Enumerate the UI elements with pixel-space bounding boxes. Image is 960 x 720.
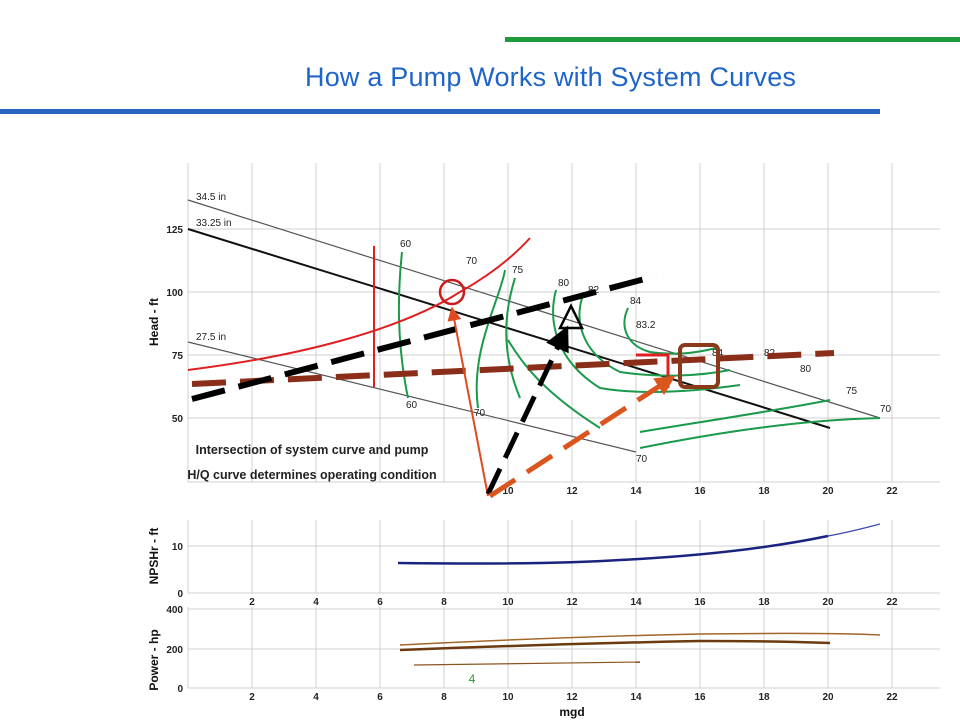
eff-label-70-top: 70 bbox=[466, 256, 478, 267]
npshr-panel: 10 0 2 4 6 8 10 12 14 16 18 20 22 NPSHr … bbox=[147, 520, 940, 608]
npshr-grid bbox=[187, 520, 940, 594]
dashed-system-line-brown bbox=[191, 350, 835, 387]
power-x-tick-22: 22 bbox=[886, 692, 898, 703]
eff-label-84-top: 84 bbox=[630, 296, 642, 307]
impeller-label-27-5: 27.5 in bbox=[196, 332, 226, 343]
head-axis-title: Head - ft bbox=[147, 298, 161, 346]
impeller-label-34-5: 34.5 in bbox=[196, 192, 226, 203]
y-tick-100: 100 bbox=[166, 288, 183, 299]
efficiency-curve-84 bbox=[623, 307, 717, 355]
annotation-line-2: H/Q curve determines operating condition bbox=[187, 468, 436, 482]
power-x-tick-8: 8 bbox=[441, 692, 447, 703]
npshr-curve-extension bbox=[827, 523, 881, 537]
eff-label-70-bottom: 70 bbox=[474, 408, 486, 419]
eff-label-60-bottom: 60 bbox=[406, 400, 418, 411]
annotation-line-1: Intersection of system curve and pump bbox=[196, 443, 429, 457]
impeller-curve-27-5 bbox=[187, 341, 637, 453]
x-axis-title-mgd: mgd bbox=[559, 705, 584, 719]
arrow-to-circle bbox=[447, 306, 489, 497]
x-tick-18: 18 bbox=[758, 486, 770, 497]
npshr-x-tick-14: 14 bbox=[630, 597, 642, 608]
operating-point-square bbox=[678, 343, 720, 389]
npshr-x-ticks: 2 4 6 8 10 12 14 16 18 20 22 bbox=[249, 597, 898, 608]
y-tick-50: 50 bbox=[172, 414, 184, 425]
eff-label-60-top: 60 bbox=[400, 239, 412, 250]
efficiency-curve-inner-70 bbox=[507, 339, 601, 429]
x-tick-12: 12 bbox=[566, 486, 578, 497]
npshr-x-tick-16: 16 bbox=[694, 597, 706, 608]
power-x-tick-14: 14 bbox=[630, 692, 642, 703]
efficiency-curve-60 bbox=[397, 251, 409, 399]
dashed-line-black bbox=[191, 273, 657, 402]
efficiency-curve-lower-75 bbox=[639, 417, 881, 449]
power-x-tick-12: 12 bbox=[566, 692, 578, 703]
eff-label-80-right: 80 bbox=[800, 364, 812, 375]
y-tick-125: 125 bbox=[166, 225, 183, 236]
operating-point-triangle bbox=[557, 303, 585, 330]
power-y-tick-400: 400 bbox=[166, 605, 183, 616]
npshr-x-tick-8: 8 bbox=[441, 597, 447, 608]
arrow-to-square bbox=[488, 375, 676, 499]
eff-label-83-2: 83.2 bbox=[636, 320, 656, 331]
efficiency-curve-lower-80 bbox=[639, 399, 831, 433]
head-panel: 125 100 75 50 10 12 14 16 18 20 22 Head … bbox=[147, 163, 940, 499]
power-y-tick-200: 200 bbox=[166, 645, 183, 656]
eff-label-70-lower: 70 bbox=[636, 454, 648, 465]
impeller-label-33-25: 33.25 in bbox=[196, 218, 232, 229]
npshr-curve bbox=[397, 534, 829, 565]
x-tick-20: 20 bbox=[822, 486, 834, 497]
power-axis-title: Power - hp bbox=[147, 629, 161, 690]
eff-label-75-top: 75 bbox=[512, 265, 524, 276]
power-x-tick-18: 18 bbox=[758, 692, 770, 703]
power-x-ticks: 2 4 6 8 10 12 14 16 18 20 22 bbox=[249, 692, 898, 703]
head-grid bbox=[187, 163, 940, 483]
slide-title: How a Pump Works with System Curves bbox=[305, 62, 797, 92]
power-grid bbox=[187, 607, 940, 689]
arrow-to-triangle bbox=[485, 325, 569, 496]
operating-point-circle bbox=[438, 278, 466, 306]
npshr-x-tick-18: 18 bbox=[758, 597, 770, 608]
eff-label-80-top: 80 bbox=[558, 278, 570, 289]
eff-label-70-right: 70 bbox=[880, 404, 892, 415]
head-y-ticks: 125 100 75 50 bbox=[166, 225, 183, 425]
power-x-tick-16: 16 bbox=[694, 692, 706, 703]
head-x-ticks: 10 12 14 16 18 20 22 bbox=[502, 486, 898, 497]
power-curve-lower bbox=[413, 661, 641, 666]
header-accent-blue-bar bbox=[0, 109, 880, 114]
system-curve bbox=[187, 237, 531, 371]
power-x-tick-2: 2 bbox=[249, 692, 255, 703]
x-tick-14: 14 bbox=[630, 486, 642, 497]
efficiency-curve-80 bbox=[552, 289, 741, 393]
npshr-x-tick-2: 2 bbox=[249, 597, 255, 608]
efficiency-curve-70 bbox=[475, 269, 506, 409]
power-curve-middle bbox=[399, 639, 831, 652]
x-tick-16: 16 bbox=[694, 486, 706, 497]
impeller-curve-33-25 bbox=[187, 228, 831, 429]
npshr-x-tick-20: 20 bbox=[822, 597, 834, 608]
x-tick-10: 10 bbox=[502, 486, 514, 497]
efficiency-curve-75 bbox=[505, 277, 521, 399]
npshr-axis-title: NPSHr - ft bbox=[147, 528, 161, 585]
power-panel: 400 200 0 2 4 6 8 10 12 14 16 18 20 22 P… bbox=[147, 605, 940, 719]
npshr-x-tick-6: 6 bbox=[377, 597, 383, 608]
npshr-x-tick-12: 12 bbox=[566, 597, 578, 608]
header-accent-green-bar bbox=[505, 37, 960, 42]
power-y-tick-0: 0 bbox=[177, 684, 183, 695]
efficiency-contours bbox=[397, 251, 881, 449]
power-x-tick-4: 4 bbox=[313, 692, 319, 703]
power-curve-upper bbox=[399, 632, 881, 646]
npshr-x-tick-10: 10 bbox=[502, 597, 514, 608]
npshr-x-tick-22: 22 bbox=[886, 597, 898, 608]
npshr-y-tick-0: 0 bbox=[177, 589, 183, 600]
y-tick-75: 75 bbox=[172, 351, 184, 362]
page-number: 4 bbox=[469, 672, 476, 686]
power-x-tick-10: 10 bbox=[502, 692, 514, 703]
npshr-x-tick-4: 4 bbox=[313, 597, 319, 608]
x-tick-22: 22 bbox=[886, 486, 898, 497]
npshr-y-tick-10: 10 bbox=[172, 542, 184, 553]
power-x-tick-20: 20 bbox=[822, 692, 834, 703]
power-x-tick-6: 6 bbox=[377, 692, 383, 703]
eff-label-75-right: 75 bbox=[846, 386, 858, 397]
